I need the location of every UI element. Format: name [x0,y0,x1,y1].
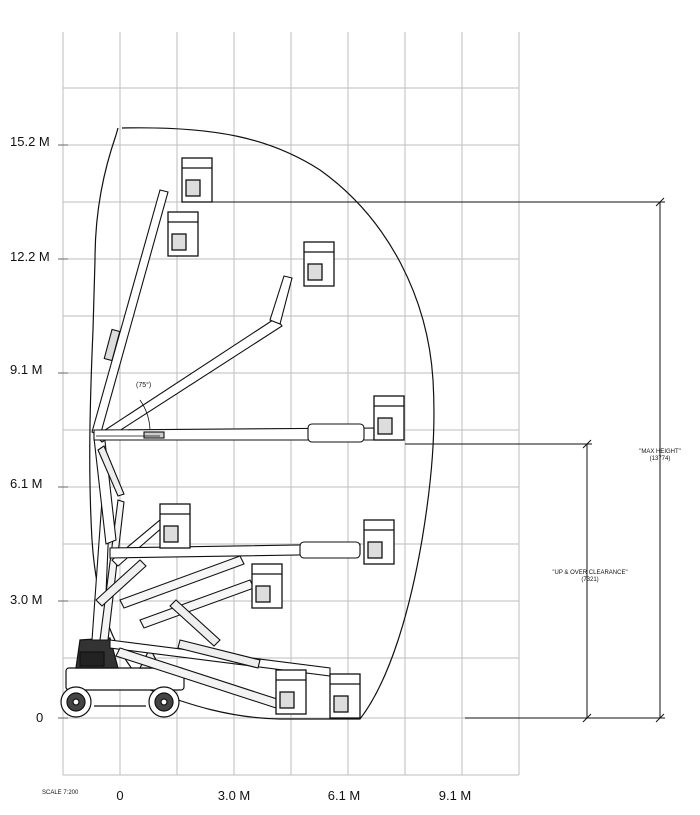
boom-angle-label: (75°) [136,382,152,389]
work-envelope [89,127,435,720]
scale-note: SCALE 7:200 [42,790,79,796]
platform-low-right [329,673,361,719]
platform-mid-center [251,563,283,609]
platform-top [181,157,213,203]
y-label-9-1: 9.1 M [10,362,43,377]
max-height-dimension [200,197,665,723]
y-label-0: 0 [36,710,44,725]
platform-angled [303,241,335,287]
platform-top-2 [167,211,199,257]
y-label-3-0: 3.0 M [10,592,43,607]
up-over-dimension [405,439,592,723]
platform-high-reach [373,395,405,441]
grid [62,32,520,776]
x-label-6-1: 6.1 M [327,788,361,803]
boom-linkage [91,189,375,709]
x-label-3-0: 3.0 M [217,788,251,803]
y-label-6-1: 6.1 M [10,476,43,491]
x-label-9-1: 9.1 M [438,788,472,803]
y-label-12-2: 12.2 M [10,249,50,264]
platforms [159,157,405,719]
x-label-0: 0 [116,788,124,803]
platform-low-left [275,669,307,715]
platform-mid-reach [363,519,395,565]
y-label-15-2: 15.2 M [10,134,50,149]
up-over-clearance-label: "UP & OVER CLEARANCE" (7321) [552,570,628,583]
platform-mid-left [159,503,191,549]
max-height-label: "MAX HEIGHT" (13774) [639,449,681,462]
